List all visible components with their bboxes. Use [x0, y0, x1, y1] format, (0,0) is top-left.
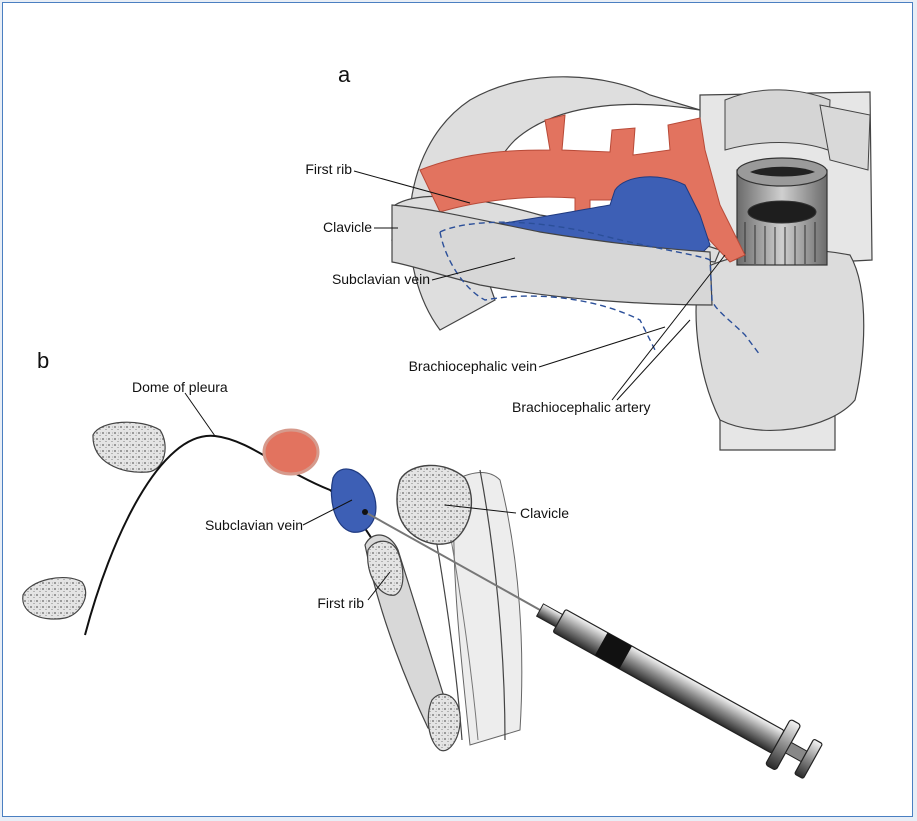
- label-first-rib-b: First rib: [317, 595, 364, 611]
- manubrium: [696, 250, 864, 430]
- bone-section-lower-left: [23, 578, 86, 620]
- label-subclavian-vein-b: Subclavian vein: [205, 517, 303, 533]
- label-first-rib-a: First rib: [305, 161, 352, 177]
- panel-b-letter: b: [37, 348, 49, 373]
- panel-a-letter: a: [338, 62, 351, 87]
- clavicle-section: [397, 465, 471, 544]
- label-clavicle-a: Clavicle: [323, 219, 372, 235]
- label-dome-of-pleura: Dome of pleura: [132, 379, 228, 395]
- subclavian-artery-section: [264, 430, 318, 474]
- needle-tip: [362, 509, 368, 515]
- syringe-barrel: [553, 609, 784, 753]
- panel-b: b: [23, 348, 826, 784]
- bone-section-upper-left: [93, 422, 165, 472]
- label-brachiocephalic-vein: Brachiocephalic vein: [409, 358, 537, 374]
- label-clavicle-b: Clavicle: [520, 505, 569, 521]
- trachea-cylinder: [737, 158, 827, 265]
- label-brachiocephalic-artery: Brachiocephalic artery: [512, 399, 651, 415]
- label-subclavian-vein-a: Subclavian vein: [332, 271, 430, 287]
- lower-rib-section: [428, 694, 460, 751]
- panel-a: a: [305, 62, 872, 450]
- subclavian-vein-section: [331, 469, 376, 532]
- vertebra-top: [725, 90, 830, 150]
- syringe: [362, 509, 825, 784]
